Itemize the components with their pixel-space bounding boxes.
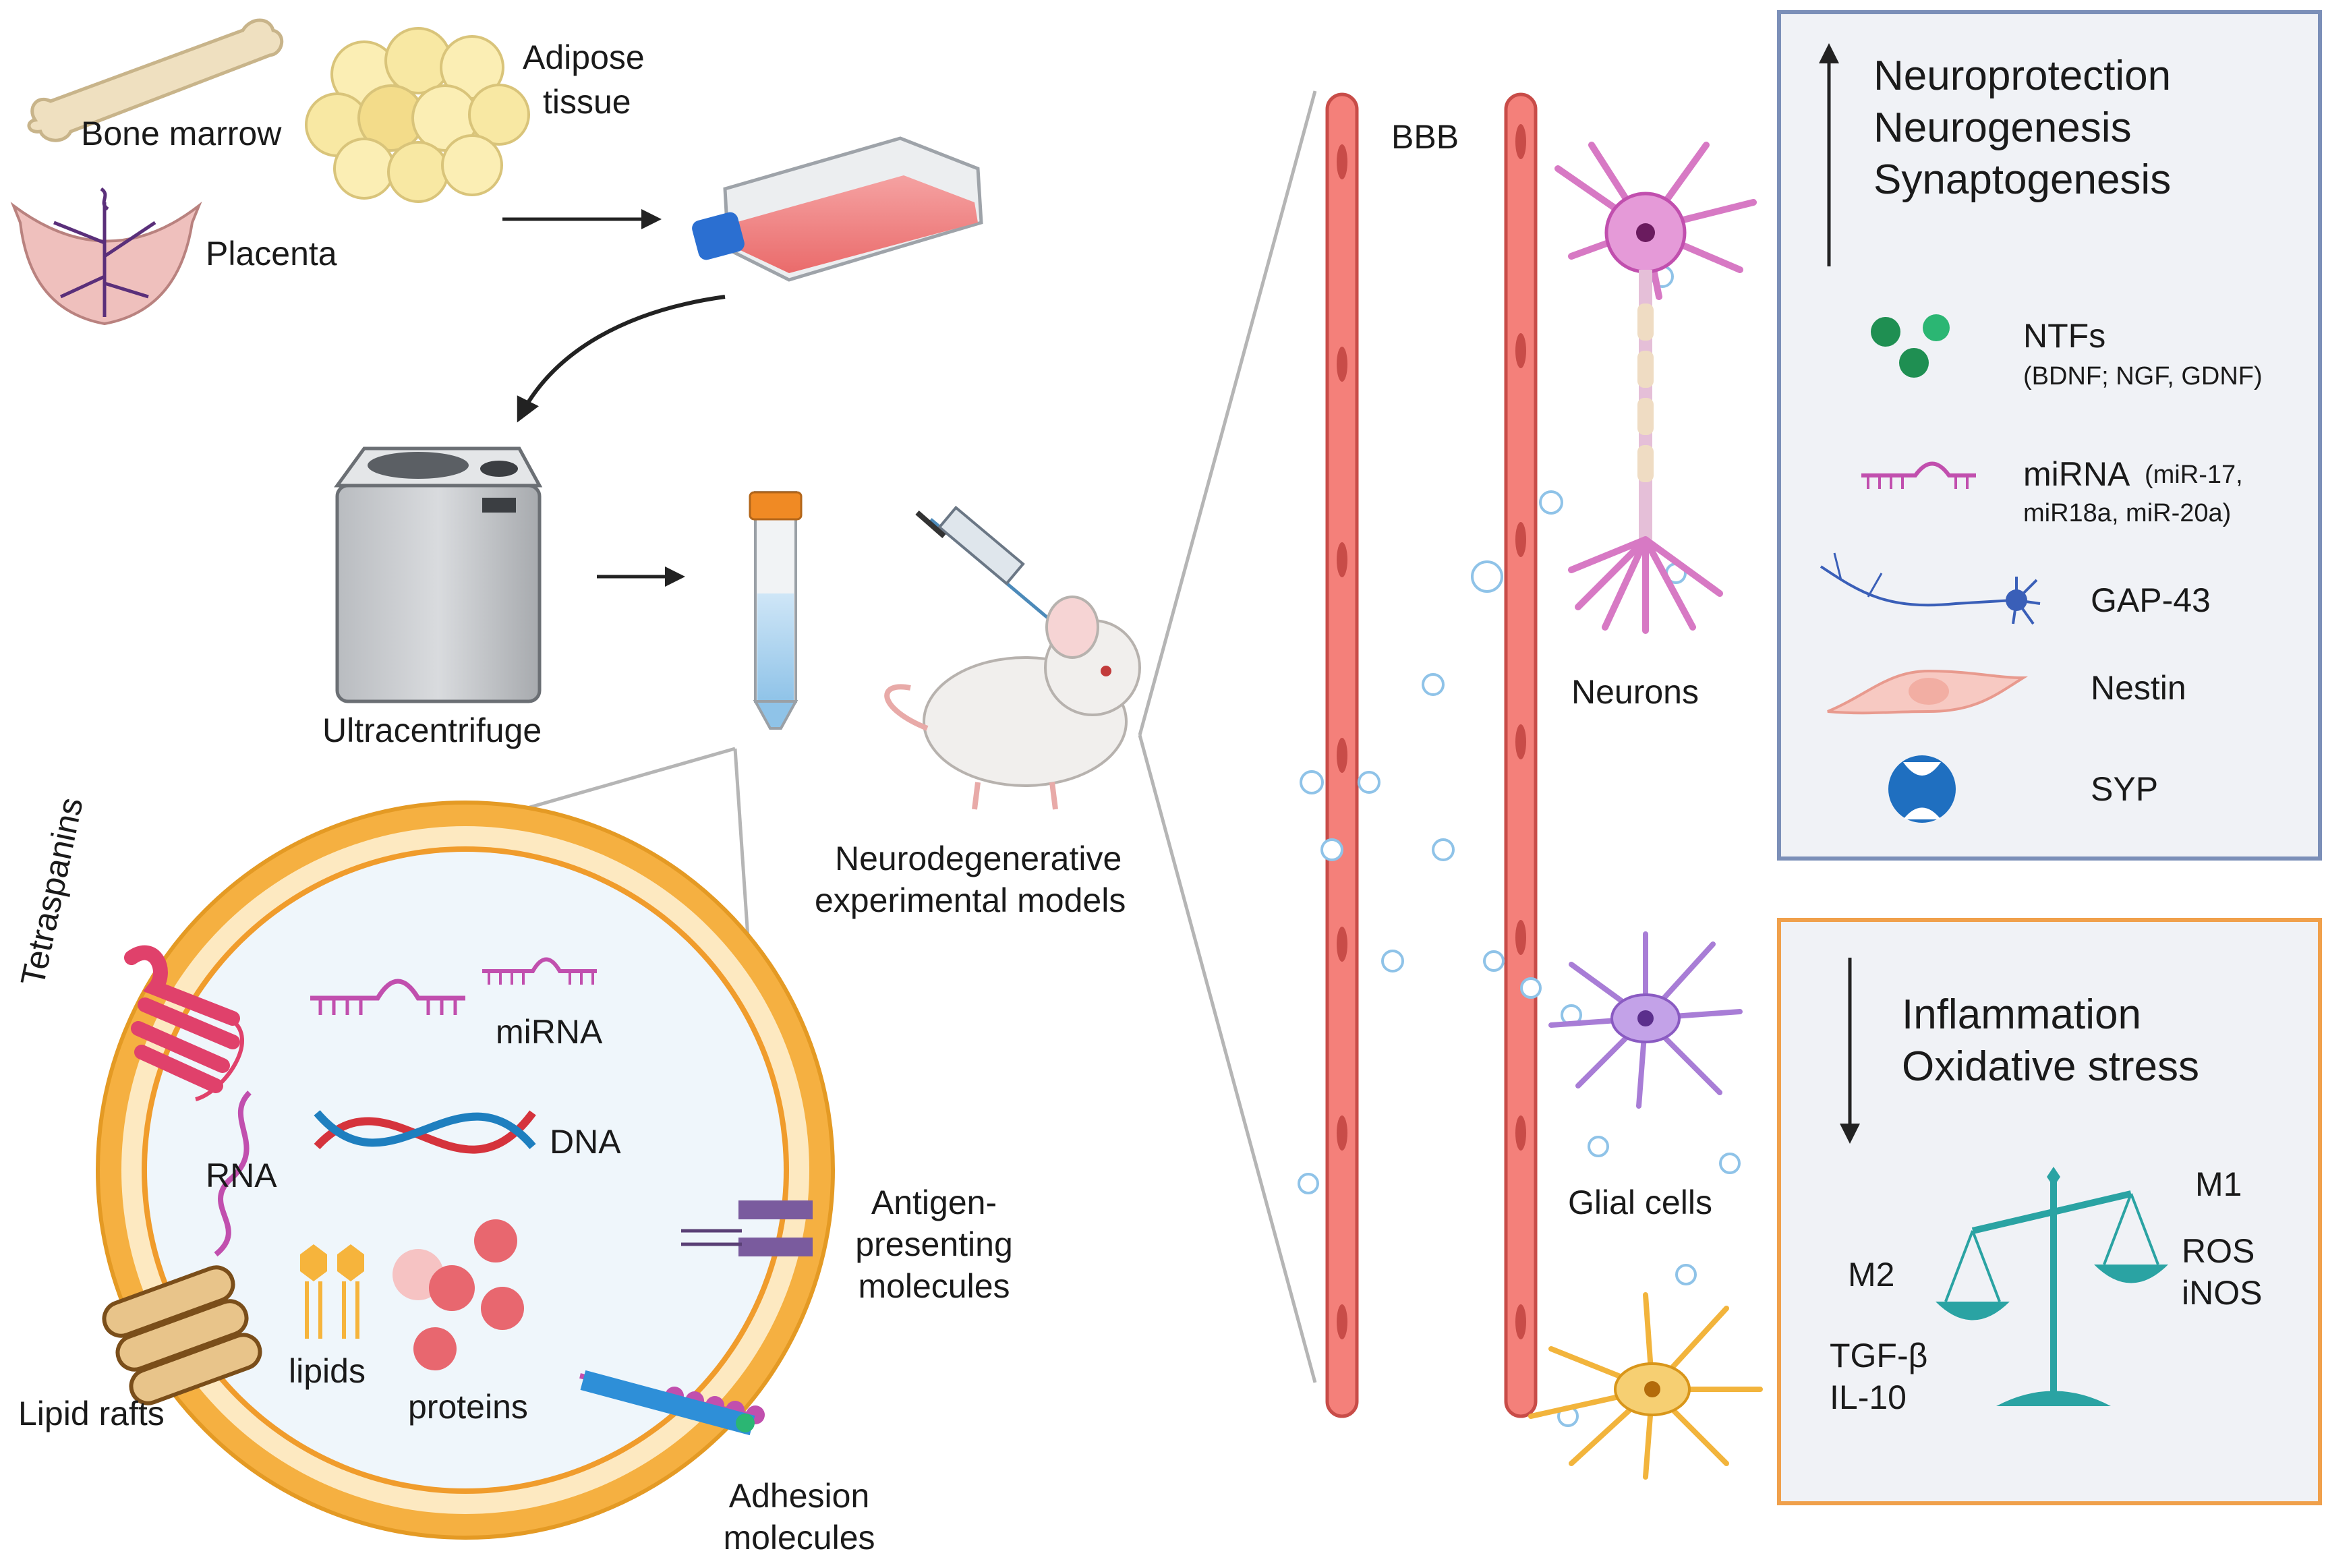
mouse-icon — [884, 596, 1141, 810]
mirna-detail-line2: miR18a, miR-20a) — [2023, 499, 2232, 527]
mirna-strand-icon — [310, 979, 465, 1015]
antigen-label-line3: molecules — [858, 1267, 1010, 1305]
placenta-icon — [10, 187, 202, 326]
ntfs-detail-label: (BDNF; NGF, GDNF) — [2023, 362, 2263, 390]
ntfs-label: NTFs — [2023, 317, 2106, 355]
bbb-label: BBB — [1391, 118, 1459, 156]
bbb-endothelium-left — [1325, 92, 1359, 1418]
exosome-particles — [1298, 265, 1741, 1427]
adhesion-label-line2: molecules — [723, 1519, 875, 1557]
m1-marker-line1: ROS — [2182, 1232, 2255, 1270]
falcon-tube-icon — [749, 491, 803, 730]
m1-label: M1 — [2195, 1165, 2242, 1203]
lipid-rafts-label: Lipid rafts — [18, 1395, 165, 1432]
upregulated-effects-box — [1777, 10, 2322, 861]
dna-label: DNA — [550, 1123, 621, 1161]
dna-helix-icon — [314, 1110, 536, 1154]
syp-label: SYP — [2091, 770, 2159, 808]
ultracentrifuge-icon — [334, 446, 543, 703]
mirna-detail-line1: (miR-17, — [2145, 461, 2243, 489]
nestin-cell-icon — [1827, 669, 2028, 715]
mirna-legend-label: miRNA — [2023, 455, 2130, 493]
neuron-icon — [1554, 142, 1757, 634]
m2-label: M2 — [1848, 1256, 1895, 1294]
microglia-icon — [1548, 931, 1743, 1109]
synapse-icon — [1888, 755, 1956, 823]
adhesion-molecule-icon — [579, 1370, 765, 1436]
mirna-legend-icon — [1861, 461, 1976, 489]
bone-icon — [27, 18, 284, 142]
culture-flask-icon — [692, 136, 983, 282]
lipid-icon — [300, 1244, 364, 1339]
rna-strand-icon — [214, 1091, 252, 1257]
antigen-presenting-molecule-icon — [681, 1200, 813, 1256]
syringe-icon — [915, 505, 1060, 629]
tetraspanin-icon — [124, 945, 244, 1101]
antigen-label-line2: presenting — [855, 1225, 1013, 1263]
m2-marker-line1: TGF-β — [1830, 1337, 1928, 1374]
astrocyte-icon — [1528, 1292, 1763, 1480]
proteins-label: proteins — [408, 1388, 528, 1426]
adipose-label-line2: tissue — [543, 83, 631, 121]
up-effect-line1: Neuroprotection — [1873, 53, 2172, 99]
antigen-label-line1: Antigen- — [871, 1184, 997, 1221]
adipose-tissue-icon — [305, 27, 530, 203]
extracellular-vesicle — [96, 801, 835, 1540]
placenta-label: Placenta — [206, 235, 337, 272]
models-label-line1: Neurodegenerative — [835, 840, 1122, 877]
down-effect-line1: Inflammation — [1902, 991, 2141, 1038]
rna-label: RNA — [206, 1157, 277, 1194]
ntf-molecules-icon — [1871, 314, 1950, 378]
m1-marker-line2: iNOS — [2182, 1274, 2263, 1312]
nestin-label: Nestin — [2091, 669, 2186, 707]
bone-marrow-label: Bone marrow — [81, 115, 282, 152]
mirna-vesicle-label: miRNA — [496, 1013, 603, 1051]
mirna-strand-small-icon — [482, 957, 597, 985]
balance-scale-icon — [1936, 1167, 2168, 1406]
gap43-label: GAP-43 — [2091, 581, 2211, 619]
lipids-label: lipids — [289, 1352, 366, 1390]
arrow-to-centrifuge — [517, 295, 726, 423]
glial-cells-label: Glial cells — [1568, 1184, 1712, 1221]
ultracentrifuge-label: Ultracentrifuge — [322, 712, 542, 749]
models-label-line2: experimental models — [815, 881, 1126, 919]
lipid-raft-icon — [102, 1265, 262, 1405]
zoom-line-bbb-bottom — [1138, 734, 1317, 1383]
m2-marker-line2: IL-10 — [1830, 1378, 1907, 1416]
up-effect-line2: Neurogenesis — [1873, 105, 2132, 151]
up-effect-line3: Synaptogenesis — [1873, 156, 2172, 203]
adipose-label-line1: Adipose — [523, 38, 645, 76]
gap43-neuron-icon — [1820, 552, 2041, 625]
down-effect-line2: Oxidative stress — [1902, 1043, 2200, 1090]
zoom-line-bbb-top — [1138, 90, 1317, 736]
bbb-endothelium-right — [1504, 92, 1538, 1418]
adhesion-label-line1: Adhesion — [728, 1477, 870, 1515]
neurons-label: Neurons — [1571, 673, 1699, 711]
protein-icon — [392, 1219, 524, 1370]
